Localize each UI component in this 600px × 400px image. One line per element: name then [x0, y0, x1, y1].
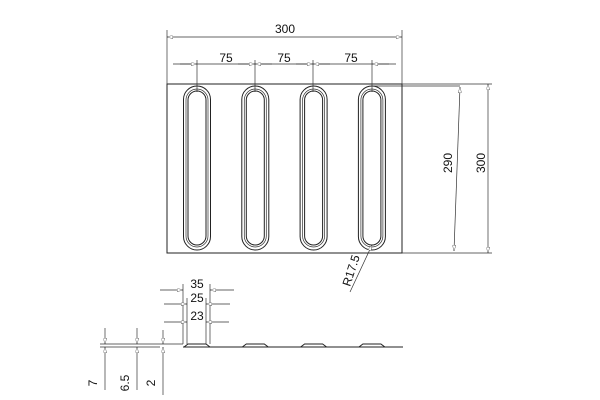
- spacing-dimensions: 75 75 75: [173, 51, 396, 92]
- width-dimension: 300: [166, 22, 403, 84]
- tactile-bar-outline: [304, 90, 324, 246]
- height-dimensions: 290 300: [372, 83, 492, 254]
- top-width-label: 35: [190, 277, 204, 291]
- spacing-label-2: 75: [277, 51, 291, 65]
- tactile-bar-outline: [299, 85, 328, 251]
- base-thickness-label: 2: [144, 379, 158, 386]
- tactile-bar-outline: [185, 88, 209, 248]
- tactile-bar-outline: [245, 90, 265, 246]
- tactile-bar-outline: [362, 90, 382, 246]
- bar-group: [183, 85, 386, 251]
- bar-length-label: 290: [441, 153, 455, 173]
- spacing-label-3: 75: [344, 51, 358, 65]
- radius-callout: R17.5: [340, 245, 373, 293]
- radius-label: R17.5: [340, 253, 363, 288]
- bar-height-label: 6.5: [118, 374, 132, 391]
- spacing-label-1: 75: [219, 51, 233, 65]
- tactile-bar-outline: [360, 88, 384, 248]
- tactile-bar-outline: [302, 88, 325, 248]
- section-height-dimensions: 7 6.5 2: [86, 328, 163, 395]
- section-profile: [100, 343, 403, 348]
- tactile-bar-outline: [243, 88, 267, 248]
- bottom-width-label: 23: [190, 309, 204, 323]
- total-height-label: 7: [86, 379, 100, 386]
- width-dimension-label: 300: [275, 22, 295, 36]
- overall-height-label: 300: [474, 153, 488, 173]
- tactile-bar-outline: [187, 90, 207, 246]
- tile-plate-outline: [166, 83, 403, 254]
- mid-width-label: 25: [190, 291, 204, 305]
- section-width-dimensions: 35 25 23: [160, 277, 234, 344]
